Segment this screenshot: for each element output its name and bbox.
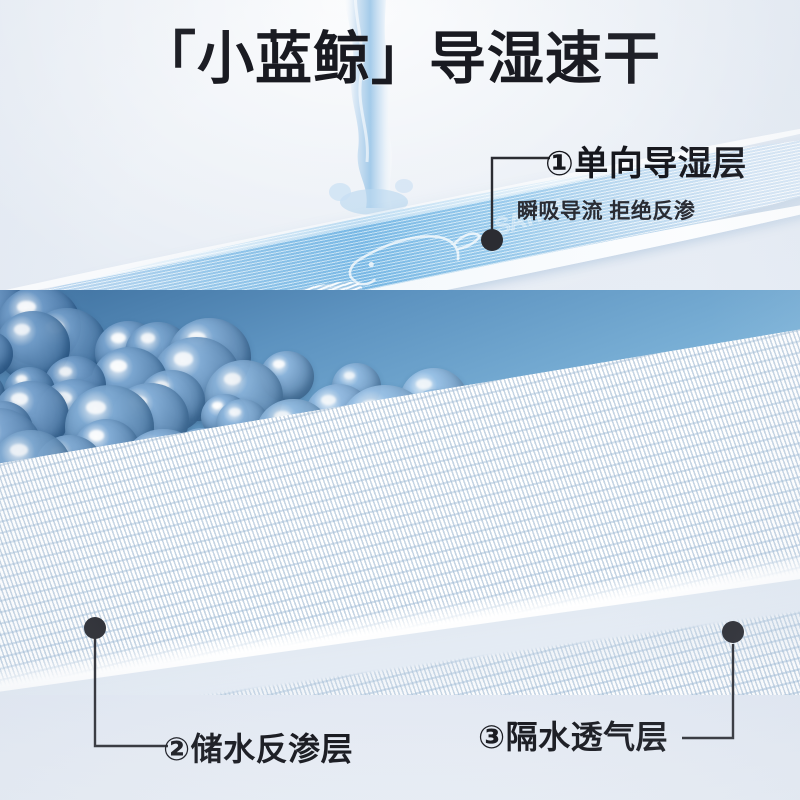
leader-line-2 (84, 616, 194, 756)
leader-line-3 (682, 620, 760, 750)
gel-bead (0, 331, 13, 377)
callout-label-3: ③隔水透气层 (478, 719, 669, 755)
leader-line-1 (480, 150, 560, 255)
bottom-background-plate (0, 695, 800, 800)
callout-subtitle-1: 瞬吸导流 拒绝反渗 (517, 200, 696, 223)
page-title: 「小蓝鲸」导湿速干 (139, 27, 661, 91)
callout-label-2: ②储水反渗层 (163, 731, 354, 767)
callout-label-1: ①单向导湿层 (545, 145, 747, 183)
